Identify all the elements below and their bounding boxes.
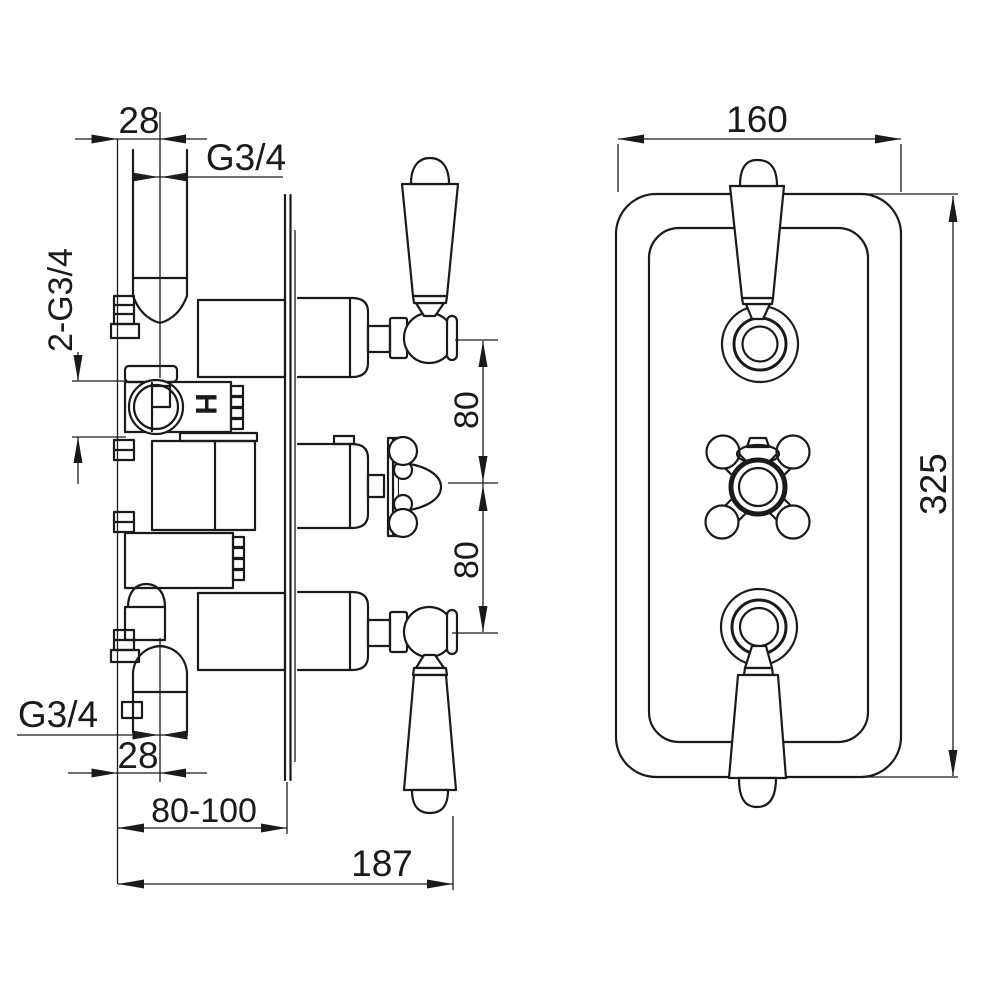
dim-overall-depth-label: 187	[351, 843, 413, 884]
upper-body-block	[196, 298, 287, 379]
valve-body-internals: H	[109, 148, 287, 735]
bottom-lever-handle-front	[727, 673, 788, 780]
bump-dome	[126, 582, 167, 609]
top-lever-dome-front	[738, 158, 779, 188]
middle-crosshead-assembly-side	[296, 434, 443, 539]
dim-bottom-thread-label: G3/4	[18, 694, 98, 735]
housing-ribs-lower	[231, 535, 246, 582]
top-lever-dome-side	[409, 156, 451, 186]
faceplate-side-edge	[283, 193, 296, 782]
side-view-dimensions: 28 G3/4 2-G3/4 80 80 G3/4 28 80-100 187	[17, 100, 498, 890]
side-port-keyway	[150, 381, 172, 433]
crosshead-hub-inner	[737, 466, 779, 508]
crosshead-lobe-nw	[705, 434, 741, 470]
mid-body-block	[150, 439, 257, 532]
lower-mid-block	[123, 531, 235, 590]
mounting-screw-top	[109, 294, 141, 340]
top-inlet-pipe	[131, 148, 189, 325]
crosshead-lobe-bottom-side	[387, 507, 419, 539]
front-view-dimensions: 160 325	[617, 99, 958, 778]
bottom-lever-dome-front	[737, 776, 778, 809]
dim-bottom-offset-label: 28	[117, 735, 158, 776]
crosshead-lobe-se	[775, 504, 811, 540]
dim-top-offset-label: 28	[118, 100, 159, 141]
dim-spacing-upper-label: 80	[448, 391, 486, 429]
dim-side-ports-thread-label: 2-G3/4	[42, 248, 80, 352]
mid-step-block	[178, 431, 259, 443]
bump-block	[123, 605, 167, 642]
housing-ribs-upper	[229, 384, 245, 431]
hot-marker: H	[189, 393, 222, 415]
bottom-bracket	[120, 700, 144, 720]
hot-marker-label: H	[189, 393, 222, 415]
top-lever-assembly-front	[720, 158, 800, 384]
dim-top-thread-label: G3/4	[206, 137, 286, 178]
bottom-lever-handle-side	[402, 673, 458, 792]
dim-plate-width-label: 160	[726, 99, 788, 140]
top-lever-assembly-side	[296, 156, 460, 379]
top-lever-handle-side	[400, 182, 460, 298]
middle-crosshead-front	[704, 434, 811, 540]
bottom-lever-dome-side	[410, 788, 450, 815]
bottom-lever-assembly-side	[296, 590, 459, 815]
crosshead-lobe-ne	[775, 434, 811, 470]
top-lever-handle-front	[728, 184, 786, 300]
side-view: H	[17, 100, 498, 890]
crosshead-lobe-sw	[704, 504, 740, 540]
dim-recess-depth-label: 80-100	[151, 792, 257, 830]
lower-body-block	[196, 591, 287, 672]
bottom-lever-assembly-front	[719, 587, 799, 809]
dim-spacing-lower-label: 80	[448, 541, 486, 579]
dim-plate-height-label: 325	[913, 453, 954, 515]
crosshead-lobe-top-side	[387, 435, 419, 467]
front-view: 160 325	[614, 99, 958, 809]
